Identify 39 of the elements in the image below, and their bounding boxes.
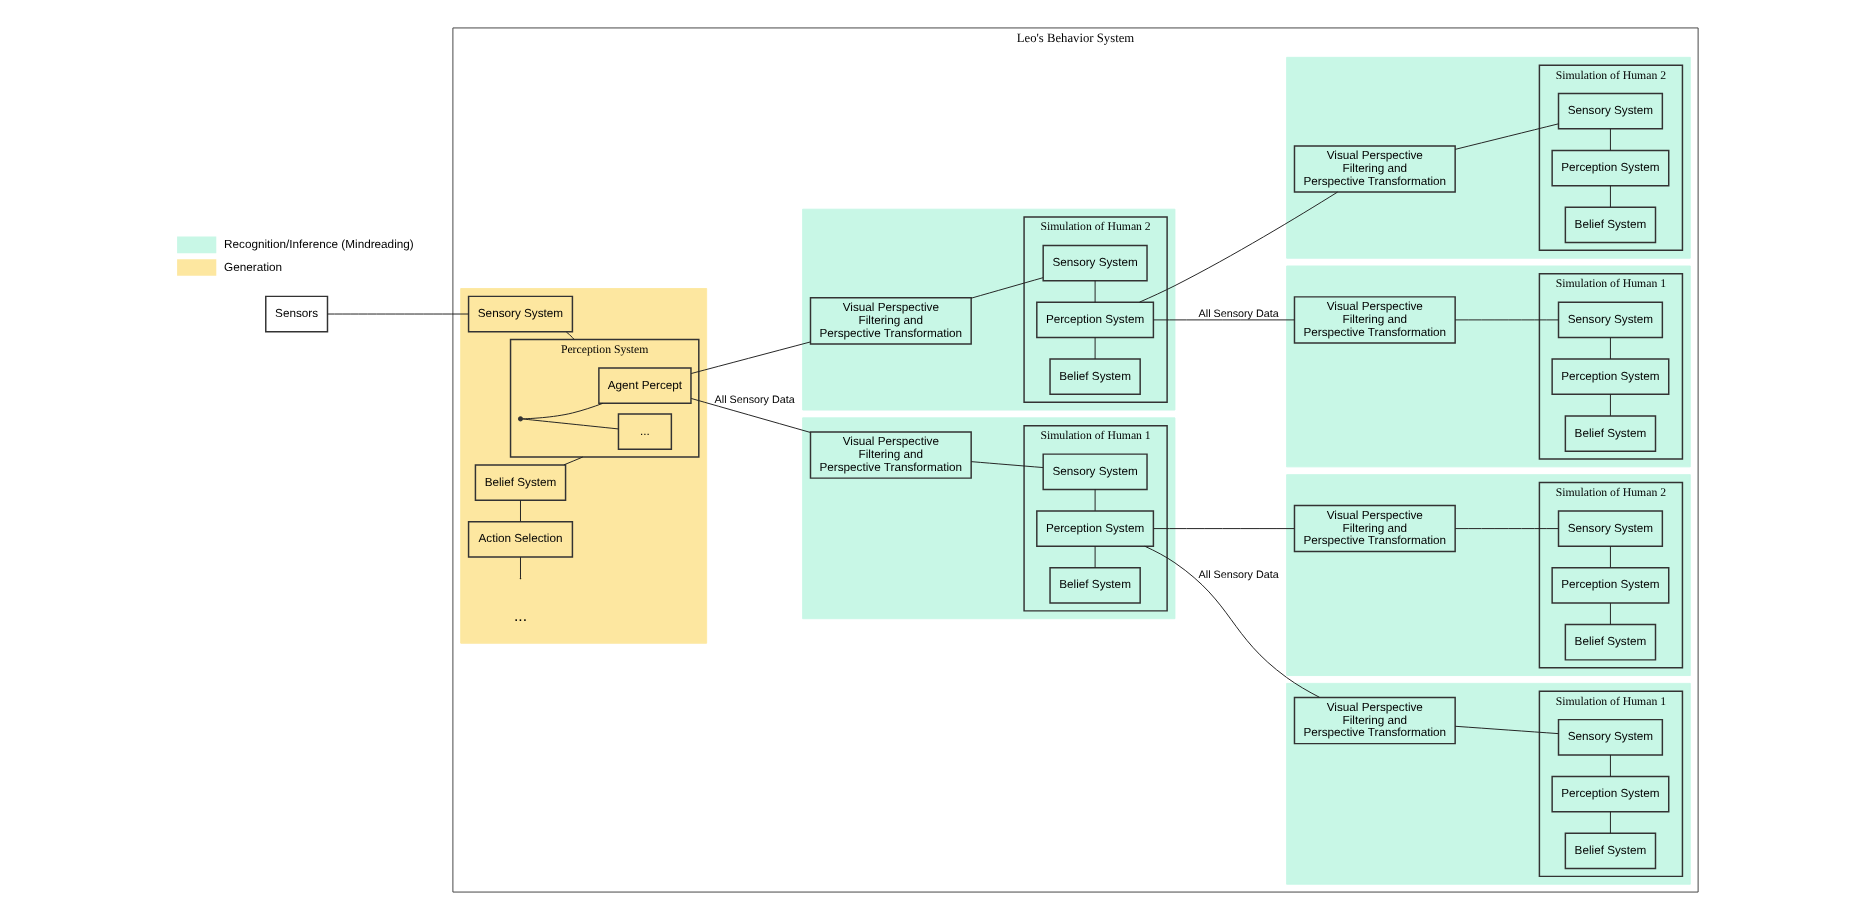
cluster bbox=[1286, 474, 1691, 677]
label: ... bbox=[513, 607, 528, 626]
connector bbox=[1139, 191, 1339, 303]
connector bbox=[1609, 754, 1611, 777]
connector bbox=[1454, 528, 1559, 530]
connector bbox=[1454, 725, 1559, 735]
connector bbox=[1609, 128, 1611, 151]
connector bbox=[1609, 602, 1611, 625]
connector bbox=[522, 418, 619, 430]
cluster bbox=[802, 417, 1176, 620]
connector bbox=[1609, 811, 1611, 834]
connector bbox=[520, 556, 521, 579]
connector bbox=[970, 277, 1044, 299]
connector bbox=[690, 397, 811, 433]
connector bbox=[1609, 393, 1611, 417]
connector bbox=[522, 402, 604, 420]
connector bbox=[1094, 337, 1096, 360]
cluster bbox=[1286, 265, 1691, 468]
connector bbox=[1454, 123, 1559, 150]
connector bbox=[1144, 545, 1321, 698]
connector bbox=[1094, 280, 1096, 303]
connector bbox=[1609, 545, 1611, 569]
connector bbox=[970, 461, 1044, 469]
connector bbox=[565, 331, 575, 340]
connector bbox=[1094, 488, 1096, 512]
connector bbox=[563, 456, 584, 466]
connector bbox=[1609, 337, 1611, 360]
connector bbox=[1153, 319, 1295, 321]
connector bbox=[1094, 545, 1096, 569]
connector bbox=[690, 341, 811, 374]
connector bbox=[1609, 185, 1611, 208]
cluster bbox=[460, 288, 708, 644]
cluster bbox=[1286, 56, 1691, 259]
connector bbox=[1153, 528, 1295, 530]
connector bbox=[520, 499, 521, 523]
connector bbox=[1454, 319, 1559, 321]
connector bbox=[327, 313, 469, 315]
cluster bbox=[1286, 682, 1691, 885]
cluster bbox=[802, 208, 1176, 411]
